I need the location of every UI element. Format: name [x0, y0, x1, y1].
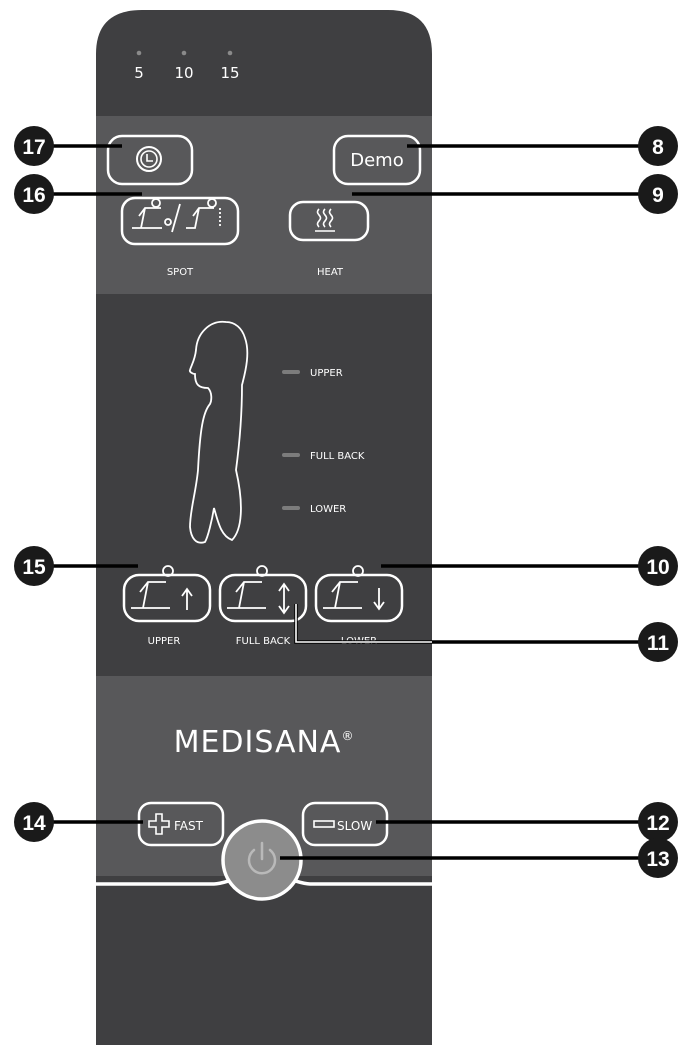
- zone-label-upper: UPPER: [310, 368, 343, 379]
- timer-label-5: 5: [134, 64, 144, 82]
- svg-text:8: 8: [652, 136, 664, 159]
- callout-badge-15: 15: [14, 546, 54, 586]
- demo-label: Demo: [350, 150, 403, 171]
- svg-text:15: 15: [22, 556, 46, 579]
- slow-label: SLOW: [337, 819, 372, 833]
- svg-text:17: 17: [22, 136, 45, 159]
- brand-name: MEDISANA: [174, 725, 342, 760]
- timer-led-15: [228, 51, 233, 56]
- timer-led-10: [182, 51, 187, 56]
- heat-label: HEAT: [317, 267, 344, 278]
- timer-led-5: [137, 51, 142, 56]
- timer-label-10: 10: [174, 64, 193, 82]
- svg-text:9: 9: [652, 184, 664, 207]
- spot-label: SPOT: [167, 267, 194, 278]
- callout-badge-10: 10: [638, 546, 678, 586]
- brand-logo: MEDISANA®: [174, 725, 355, 760]
- brand-registered-mark: ®: [341, 729, 354, 743]
- svg-text:13: 13: [646, 848, 669, 871]
- svg-text:16: 16: [22, 184, 45, 207]
- svg-text:11: 11: [647, 632, 670, 655]
- svg-text:14: 14: [22, 812, 46, 835]
- callout-badge-14: 14: [14, 802, 54, 842]
- upper-band: [96, 116, 432, 294]
- callout-badge-12: 12: [638, 802, 678, 842]
- callout-badge-13: 13: [638, 838, 678, 878]
- upper-label: UPPER: [148, 636, 181, 647]
- timer-label-15: 15: [220, 64, 239, 82]
- full-back-label: FULL BACK: [236, 636, 291, 647]
- svg-text:10: 10: [646, 556, 669, 579]
- zone-label-lower: LOWER: [310, 504, 346, 515]
- zone-label-full-back: FULL BACK: [310, 451, 365, 462]
- callout-badge-8: 8: [638, 126, 678, 166]
- callout-badge-9: 9: [638, 174, 678, 214]
- zone-led-lower: [282, 506, 300, 510]
- zone-led-full-back: [282, 453, 300, 457]
- callout-badge-16: 16: [14, 174, 54, 214]
- callout-badge-11: 11: [638, 622, 678, 662]
- svg-text:12: 12: [646, 812, 669, 835]
- callout-badge-17: 17: [14, 126, 54, 166]
- zone-led-upper: [282, 370, 300, 374]
- fast-label: FAST: [174, 819, 204, 833]
- power-button[interactable]: [223, 821, 301, 899]
